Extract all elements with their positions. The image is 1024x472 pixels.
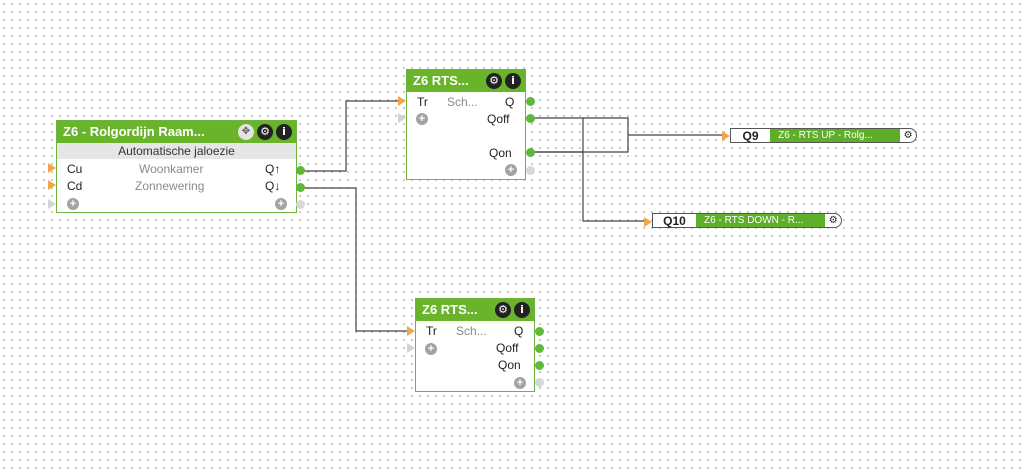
input-connector-q9[interactable] — [722, 131, 730, 141]
output-label-qon: Qon — [498, 358, 521, 372]
output-connector-qoff[interactable] — [535, 344, 544, 353]
block-rolgordijn-subtitle: Automatische jaloezie — [57, 143, 296, 159]
input-connector-extra[interactable] — [407, 343, 415, 353]
input-connector-extra[interactable] — [398, 113, 406, 123]
input-connector-tr[interactable] — [407, 326, 415, 336]
output-ref-q9-description: Z6 - RTS UP - Rolg... — [770, 129, 901, 142]
input-connector-cu[interactable] — [48, 163, 56, 173]
input-connector-tr[interactable] — [398, 96, 406, 106]
output-ref-q10-name: Q10 — [663, 213, 686, 228]
wire-main-up-to-rts-top[interactable] — [300, 100, 400, 172]
wire-main-down-to-rts-bottom[interactable] — [300, 187, 409, 332]
output-label-q: Q — [505, 95, 515, 109]
output-ref-q9[interactable]: Q9 Z6 - RTS UP - Rolg... ⚙ — [730, 128, 917, 143]
info-icon[interactable]: i — [276, 124, 292, 140]
info-icon[interactable]: i — [514, 302, 530, 318]
block-rolgordijn-header[interactable]: Z6 - Rolgordijn Raam... ✥ ⚙ i — [57, 121, 296, 143]
input-connector-cd[interactable] — [48, 180, 56, 190]
output-label-qoff: Qoff — [496, 341, 519, 355]
gear-icon[interactable]: ⚙ — [495, 302, 511, 318]
input-label-cd: Cd — [67, 179, 83, 193]
output-label-q-down: Q↓ — [265, 179, 281, 193]
move-icon[interactable]: ✥ — [238, 124, 254, 140]
input-label-tr: Tr — [417, 95, 428, 109]
input-connector-q10[interactable] — [644, 217, 652, 227]
input-label-tr: Tr — [426, 324, 437, 338]
info-icon[interactable]: i — [505, 73, 521, 89]
output-connector-qon[interactable] — [535, 361, 544, 370]
block-rolgordijn-title: Z6 - Rolgordijn Raam... — [63, 124, 205, 139]
gear-icon[interactable]: ⚙ — [257, 124, 273, 140]
output-connector-extra[interactable] — [526, 166, 535, 175]
param-sch: Sch... — [447, 95, 478, 109]
plus-icon[interactable]: + — [275, 198, 287, 210]
param-zonnewering: Zonnewering — [135, 179, 205, 193]
output-connector-qon[interactable] — [526, 148, 535, 157]
param-sch: Sch... — [456, 324, 487, 338]
wire-qoff-branch — [583, 117, 629, 135]
plus-icon[interactable]: + — [514, 377, 526, 389]
output-connector-extra[interactable] — [535, 378, 544, 387]
output-connector-q[interactable] — [535, 327, 544, 336]
output-ref-q9-name: Q9 — [742, 128, 759, 143]
output-connector-q-up[interactable] — [296, 166, 305, 175]
plus-icon[interactable]: + — [505, 164, 517, 176]
gear-icon[interactable]: ⚙ — [828, 215, 838, 226]
gear-icon[interactable]: ⚙ — [486, 73, 502, 89]
block-rts-top-header[interactable]: Z6 RTS... ⚙ i — [407, 70, 525, 92]
output-ref-q10[interactable]: Q10 Z6 - RTS DOWN - R... ⚙ — [652, 213, 842, 228]
gear-icon[interactable]: ⚙ — [903, 130, 913, 141]
input-connector-extra[interactable] — [48, 199, 56, 209]
wire-qon-to-q9[interactable] — [535, 134, 723, 153]
wire-qoff-to-q10[interactable] — [535, 117, 645, 222]
param-woonkamer: Woonkamer — [139, 162, 204, 176]
output-connector-qoff[interactable] — [526, 114, 535, 123]
block-rts-top[interactable]: Z6 RTS... ⚙ i Tr Sch... Q Qoff Qon + + — [406, 69, 526, 180]
output-connector-q-down[interactable] — [296, 183, 305, 192]
plus-icon[interactable]: + — [416, 113, 428, 125]
output-label-q: Q — [514, 324, 524, 338]
output-label-qon: Qon — [489, 146, 512, 160]
block-rts-bottom-header[interactable]: Z6 RTS... ⚙ i — [416, 299, 534, 321]
output-connector-q[interactable] — [526, 97, 535, 106]
block-rts-bottom-title: Z6 RTS... — [422, 302, 478, 317]
output-label-qoff: Qoff — [487, 112, 510, 126]
output-connector-extra[interactable] — [296, 200, 305, 209]
block-rts-top-title: Z6 RTS... — [413, 73, 469, 88]
output-ref-q10-description: Z6 - RTS DOWN - R... — [696, 214, 826, 227]
plus-icon[interactable]: + — [67, 198, 79, 210]
block-rolgordijn[interactable]: Z6 - Rolgordijn Raam... ✥ ⚙ i Automatisc… — [56, 120, 297, 213]
block-rts-bottom[interactable]: Z6 RTS... ⚙ i Tr Sch... Q Qoff Qon + + — [415, 298, 535, 392]
plus-icon[interactable]: + — [425, 343, 437, 355]
input-label-cu: Cu — [67, 162, 83, 176]
output-label-q-up: Q↑ — [265, 162, 281, 176]
